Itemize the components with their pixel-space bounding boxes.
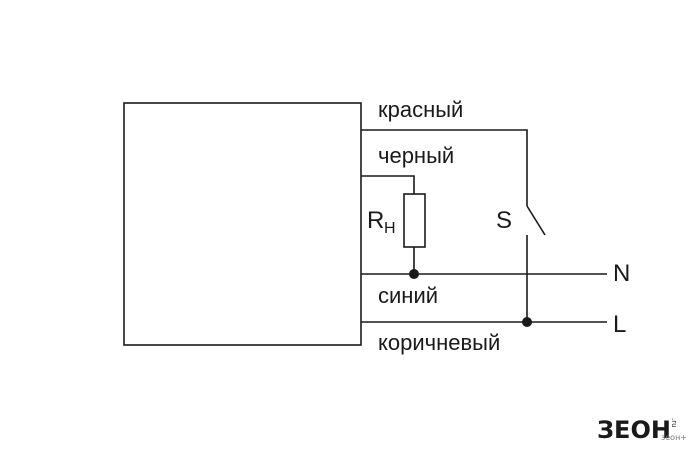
- switch-blade: [526, 205, 546, 236]
- brown-wire-label: коричневый: [378, 330, 500, 355]
- black-wire-label: черный: [378, 143, 454, 168]
- black-wire: [361, 175, 415, 194]
- resistor-label: R: [367, 207, 384, 234]
- zeon-logo-domain: .ru: [670, 418, 678, 428]
- load-resistor: [403, 193, 426, 248]
- line-terminal-label: L: [613, 311, 626, 338]
- neutral-junction-dot: [409, 269, 419, 279]
- line-junction-dot: [522, 317, 532, 327]
- zeon-logo-text: ЗЕОН: [597, 416, 671, 444]
- device-box: [123, 102, 362, 346]
- red-wire-label: красный: [378, 97, 463, 122]
- zeon-logo-tagline: зеон+: [661, 433, 687, 442]
- blue-wire-label: синий: [378, 283, 438, 308]
- switch-label: S: [496, 207, 512, 234]
- neutral-terminal-label: N: [613, 260, 630, 287]
- resistor-subscript: H: [384, 220, 396, 237]
- zeon-logo: ЗЕОН .ru зеон+: [597, 416, 687, 444]
- red-wire: [361, 129, 528, 206]
